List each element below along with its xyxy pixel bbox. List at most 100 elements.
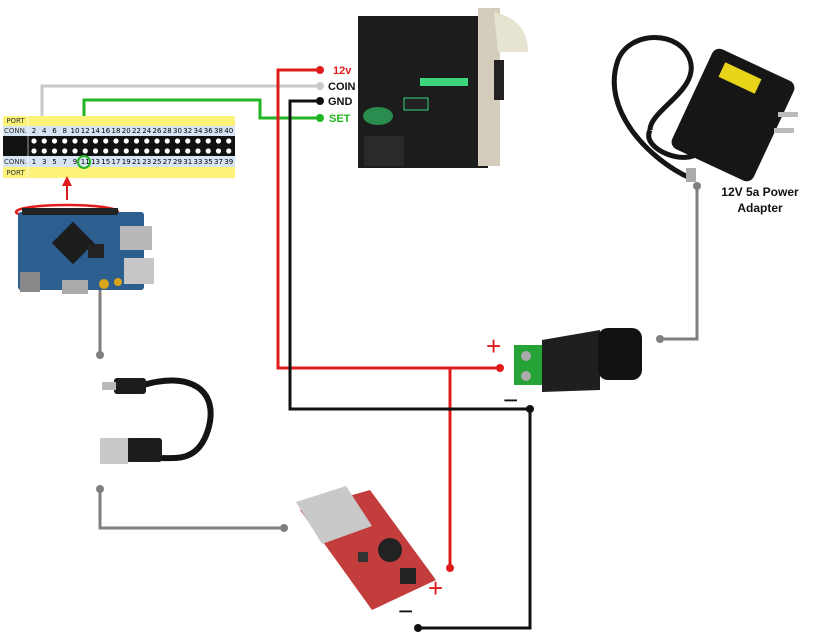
gpio-pin-hole bbox=[51, 148, 58, 154]
gpio-pin-hole bbox=[195, 138, 201, 144]
top-pin-number: 20 bbox=[121, 127, 131, 135]
bottom-pin-number: 31 bbox=[183, 158, 193, 166]
set-dot bbox=[316, 114, 324, 122]
gpio-pin-hole bbox=[41, 138, 47, 144]
label-12v: 12v bbox=[333, 65, 352, 77]
gpio-pin-hole bbox=[123, 148, 129, 154]
gnd-wire bbox=[288, 99, 532, 630]
bottom-pin-number: 29 bbox=[173, 158, 182, 166]
gpio-pin-hole bbox=[164, 148, 170, 154]
coin-dot bbox=[316, 82, 324, 90]
coin-acceptor-icon bbox=[358, 8, 528, 168]
gpio-pin-hole bbox=[215, 138, 222, 144]
v12-dot bbox=[316, 66, 324, 74]
buck-plus-dot bbox=[446, 564, 454, 572]
gpio-pin-hole bbox=[133, 148, 140, 154]
usb-dot-cable bbox=[96, 485, 104, 493]
gpio-pin-hole bbox=[62, 148, 68, 154]
usb-cable-icon bbox=[100, 377, 214, 464]
usb-cable-bottom bbox=[98, 489, 284, 530]
top-pin-number: 6 bbox=[52, 127, 57, 135]
bottom-pin-number: 13 bbox=[91, 158, 100, 166]
gpio-pin-hole bbox=[144, 138, 150, 144]
bottom-pin-number: 33 bbox=[193, 158, 203, 166]
gpio-pin-hole bbox=[31, 138, 37, 144]
buck-converter-icon bbox=[296, 486, 436, 610]
bottom-pin-number: 21 bbox=[132, 158, 141, 166]
gpio-pin-hole bbox=[72, 138, 78, 144]
top-pin-number: 36 bbox=[203, 127, 213, 135]
bottom-pin-number: 1 bbox=[31, 158, 37, 166]
gpio-pin-hole bbox=[92, 138, 99, 144]
gpio-pin-hole bbox=[113, 148, 119, 154]
gpio-pin-hole bbox=[205, 138, 211, 144]
label-set: SET bbox=[329, 113, 351, 125]
top-pin-number: 40 bbox=[224, 127, 234, 135]
gpio-pin-hole bbox=[185, 138, 191, 144]
bottom-pin-number: 37 bbox=[214, 158, 223, 166]
gpio-pin-hole bbox=[103, 148, 109, 154]
bottom-pin-number: 15 bbox=[101, 158, 111, 166]
usb-dot-board bbox=[96, 351, 104, 359]
bottom-pin-number: 23 bbox=[142, 158, 152, 166]
gpio-pin-hole bbox=[144, 148, 150, 154]
gnd-dot bbox=[316, 97, 324, 105]
top-pin-number: 30 bbox=[173, 127, 182, 135]
bottom-pin-number: 17 bbox=[111, 158, 121, 166]
gpio-header-table bbox=[3, 116, 235, 178]
gpio-pin-hole bbox=[226, 138, 232, 144]
buck-minus-dot bbox=[414, 624, 422, 632]
jack-plus-sign: + bbox=[486, 331, 501, 361]
v12-wire bbox=[276, 68, 500, 370]
gpio-pin-hole bbox=[195, 148, 201, 154]
adapter-cable-dot-top bbox=[693, 182, 701, 190]
gpio-pin-hole bbox=[226, 148, 232, 154]
top-pin-number: 2 bbox=[31, 127, 37, 135]
top-pin-number: 8 bbox=[62, 127, 67, 135]
gpio-pin-hole bbox=[41, 148, 47, 154]
gpio-pin-hole bbox=[82, 138, 88, 144]
orange-pi-board-icon bbox=[14, 176, 154, 294]
top-pin-number: 38 bbox=[214, 127, 223, 135]
top-pin-number: 22 bbox=[132, 127, 141, 135]
top-pin-number: 32 bbox=[183, 127, 193, 135]
usb-dot-buck bbox=[280, 524, 288, 532]
top-pin-number: 14 bbox=[91, 127, 100, 135]
adapter-cable-dot-jack bbox=[656, 335, 664, 343]
gpio-pin-hole bbox=[133, 138, 140, 144]
gpio-pin-hole bbox=[205, 148, 211, 154]
bottom-pin-number: 11 bbox=[80, 158, 90, 166]
jack-minus-dot bbox=[526, 405, 534, 413]
conn-label-bottom: CONN. bbox=[3, 158, 28, 166]
bottom-pin-number: 3 bbox=[42, 158, 47, 166]
jack-plus-dot bbox=[496, 364, 504, 372]
adapter-caption-line1: 12V 5a Power bbox=[721, 185, 799, 199]
gpio-pin-hole bbox=[51, 138, 58, 144]
conn-label-top: CONN. bbox=[3, 127, 28, 135]
gpio-pin-hole bbox=[185, 148, 191, 154]
bottom-pin-number: 35 bbox=[203, 158, 213, 166]
bottom-pin-number: 19 bbox=[121, 158, 131, 166]
top-pin-number: 18 bbox=[111, 127, 121, 135]
pin-11-highlight bbox=[77, 155, 91, 169]
bottom-pin-number: 7 bbox=[62, 158, 67, 166]
port-label-bottom: PORT bbox=[6, 169, 25, 177]
port-label-top: PORT bbox=[6, 117, 25, 125]
gpio-pin-hole bbox=[154, 148, 160, 154]
top-pin-number: 28 bbox=[162, 127, 172, 135]
buck-minus-sign: − bbox=[398, 596, 413, 626]
gpio-pin-hole bbox=[154, 138, 160, 144]
gpio-pin-hole bbox=[174, 138, 181, 144]
gpio-pin-hole bbox=[174, 148, 181, 154]
top-pin-number: 12 bbox=[80, 127, 90, 135]
bottom-pin-number: 9 bbox=[72, 158, 78, 166]
adapter-cable bbox=[660, 184, 699, 341]
bottom-pin-number: 39 bbox=[224, 158, 234, 166]
dc-jack-icon bbox=[514, 328, 642, 392]
top-pin-number: 34 bbox=[193, 127, 203, 135]
gpio-pin-hole bbox=[82, 148, 88, 154]
top-pin-number: 16 bbox=[101, 127, 111, 135]
top-pin-number: 26 bbox=[152, 127, 162, 135]
gpio-pin-hole bbox=[164, 138, 170, 144]
